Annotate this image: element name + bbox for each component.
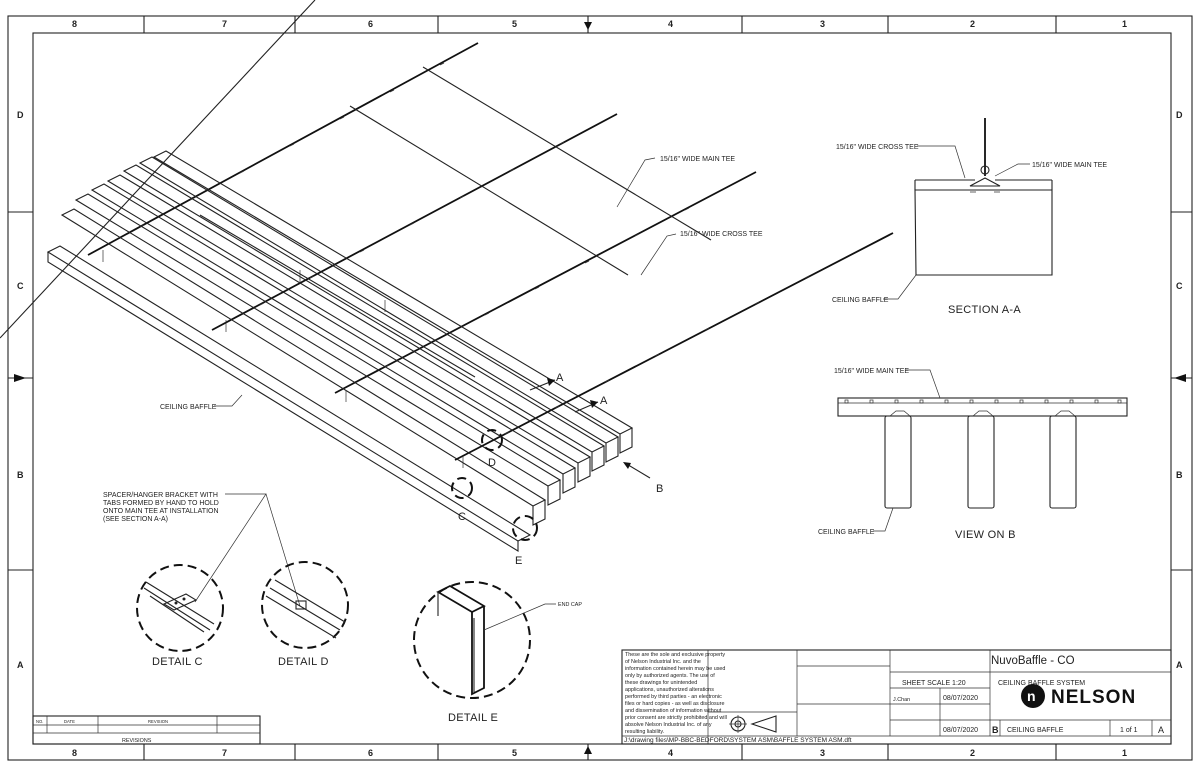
baffle-array [46, 150, 634, 552]
disclaimer-line: only by authorized agents. The use of [625, 673, 715, 679]
revisions-col-revision: REVISION [148, 719, 168, 724]
revisions-title: REVISIONS [122, 738, 152, 744]
col-label-top: 6 [368, 19, 373, 29]
file-path: J:\drawing files\MP-BBC-BEDFORD\SYSTEM A… [624, 737, 852, 744]
end-cap-label: END CAP [558, 602, 582, 608]
section-main-tee-label: 15/16" WIDE MAIN TEE [1032, 162, 1107, 169]
marker-c-label: C [458, 511, 466, 523]
row-label-left: C [17, 281, 24, 291]
detail-c-marker [451, 477, 473, 499]
main-tee-label: 15/16" WIDE MAIN TEE [660, 156, 735, 163]
view-main-tee-label: 15/16" WIDE MAIN TEE [834, 368, 909, 375]
marker-d-label: D [488, 457, 496, 469]
row-label-left: B [17, 470, 24, 480]
section-baffle-label: CEILING BAFFLE [832, 297, 889, 304]
sheet-number: 1 of 1 [1120, 727, 1138, 734]
col-label-bottom: 8 [72, 748, 77, 758]
spacer-note-line: SPACER/HANGER BRACKET WITH [103, 492, 218, 499]
system-title: CEILING BAFFLE SYSTEM [998, 680, 1085, 687]
col-label-bottom: 5 [512, 748, 517, 758]
detail-e-label: DETAIL E [448, 712, 498, 724]
row-label-left: D [17, 110, 24, 120]
spacer-note: SPACER/HANGER BRACKET WITH TABS FORMED B… [103, 492, 301, 607]
drawn-by: J.Chan [893, 697, 910, 703]
col-label-bottom: 7 [222, 748, 227, 758]
disclaimer-line: absolve Nelson Industrial Inc. of any [625, 722, 712, 728]
detail-c-view: DETAIL C [136, 564, 224, 668]
disclaimer-line: performed by third parties - an electron… [625, 694, 722, 700]
disclaimer-line: prior consent are strictly prohibited an… [625, 715, 727, 721]
revisions-col-date: DATE [64, 719, 75, 724]
detail-e-marker [512, 515, 538, 541]
col-label-top: 2 [970, 19, 975, 29]
col-label-bottom: 2 [970, 748, 975, 758]
disclaimer-line: These are the sole and exclusive propert… [625, 652, 725, 658]
spacer-note-line: TABS FORMED BY HAND TO HOLD [103, 500, 219, 507]
marker-a-label: A [556, 372, 564, 384]
isometric-view: D C E A A B 15/16" WIDE MAIN TEE 15/16" … [0, 0, 894, 567]
detail-d-view: DETAIL D [261, 561, 349, 668]
marker-b-label: B [656, 483, 664, 495]
marker-a-label: A [600, 395, 608, 407]
approved-date: 08/07/2020 [943, 727, 978, 734]
column-labels: 8 7 6 5 4 3 2 1 8 7 6 5 4 3 2 1 [72, 19, 1127, 758]
col-label-bottom: 4 [668, 748, 673, 758]
ceiling-baffle-label: CEILING BAFFLE [160, 404, 217, 411]
part-title: CEILING BAFFLE [1007, 727, 1064, 734]
view-title: VIEW ON B [955, 529, 1016, 541]
title-block: These are the sole and exclusive propert… [621, 649, 1172, 745]
detail-e-view: END CAP DETAIL E [413, 581, 582, 724]
col-label-top: 7 [222, 19, 227, 29]
revision-letter: A [1158, 725, 1164, 735]
row-label-right: C [1176, 281, 1183, 291]
detail-d-label: DETAIL D [278, 656, 329, 668]
spacer-note-line: ONTO MAIN TEE AT INSTALLATION [103, 508, 219, 515]
section-a-a: 15/16" WIDE CROSS TEE 15/16" WIDE MAIN T… [832, 118, 1107, 316]
row-label-right: A [1176, 660, 1183, 670]
projection-symbol-icon [729, 715, 777, 733]
row-labels: D C B A D C B A [17, 110, 1183, 670]
product-name: NuvoBaffle - CO [991, 655, 1075, 667]
view-baffle-label: CEILING BAFFLE [818, 529, 875, 536]
revisions-block: NO. DATE REVISION REVISIONS [32, 715, 261, 745]
col-label-bottom: 3 [820, 748, 825, 758]
detail-c-label: DETAIL C [152, 656, 203, 668]
col-label-top: 4 [668, 19, 673, 29]
marker-e-label: E [515, 555, 523, 567]
spacer-note-line: (SEE SECTION A-A) [103, 516, 168, 523]
col-label-top: 3 [820, 19, 825, 29]
disclaimer-line: files or hard copies - as well as disclo… [625, 701, 724, 707]
sheet-border [7, 15, 1193, 761]
nelson-logo: n NELSON [1021, 684, 1136, 708]
disclaimer-line: and dissemination of information without [625, 708, 722, 714]
col-label-bottom: 1 [1122, 748, 1127, 758]
disclaimer-line: applications, unauthorized alterations [625, 687, 714, 693]
col-label-bottom: 6 [368, 748, 373, 758]
col-label-top: 8 [72, 19, 77, 29]
disclaimer-line: these drawings for unintended [625, 680, 697, 686]
brand-wordmark: NELSON [1051, 687, 1136, 708]
cross-tee-label: 15/16" WIDE CROSS TEE [680, 231, 763, 238]
sheet-scale: SHEET SCALE 1:20 [902, 680, 966, 687]
disclaimer-line: of Nelson Industrial Inc. and the [625, 659, 701, 665]
col-label-top: 1 [1122, 19, 1127, 29]
view-on-b: 15/16" WIDE MAIN TEE CEILING BAFFLE VIEW… [818, 368, 1128, 541]
disclaimer-line: resulting liability. [625, 729, 664, 735]
revisions-col-no: NO. [36, 719, 43, 724]
row-label-right: B [1176, 470, 1183, 480]
detail-d-marker [481, 429, 503, 451]
svg-text:n: n [1027, 688, 1036, 704]
drawn-date: 08/07/2020 [943, 695, 978, 702]
row-label-right: D [1176, 110, 1183, 120]
section-cross-tee-label: 15/16" WIDE CROSS TEE [836, 144, 919, 151]
disclaimer-line: information contained herein may be used [625, 666, 725, 672]
col-label-top: 5 [512, 19, 517, 29]
ceiling-grid [0, 0, 894, 461]
section-title: SECTION A-A [948, 304, 1021, 316]
row-label-left: A [17, 660, 24, 670]
sheet-size: B [992, 725, 999, 735]
